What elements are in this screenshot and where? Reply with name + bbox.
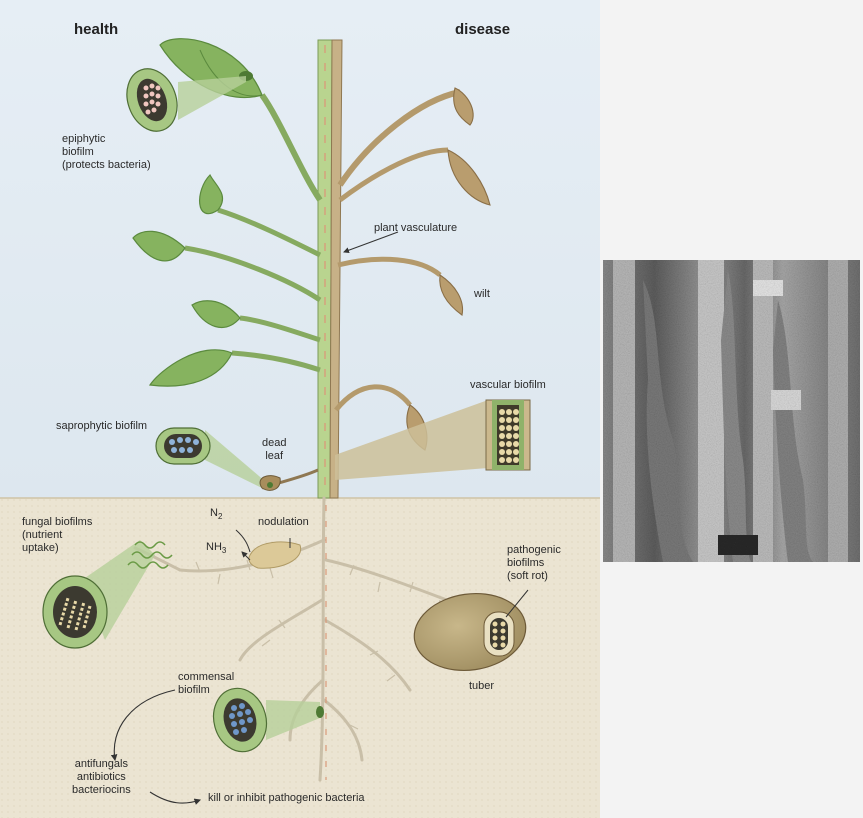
n2-label: N2 — [210, 507, 222, 523]
tuber-label: tuber — [469, 680, 494, 693]
disease-header: disease — [455, 21, 510, 38]
fungal-biofilms-label: fungal biofilms (nutrient uptake) — [22, 516, 92, 555]
pathogenic-biofilms-label: pathogenic biofilms (soft rot) — [507, 544, 561, 583]
plant-biofilm-diagram — [0, 0, 600, 818]
kill-inhibit-label: kill or inhibit pathogenic bacteria — [208, 792, 365, 805]
electron-micrograph-image — [603, 260, 860, 562]
nodulation-label: nodulation — [258, 516, 309, 529]
health-header: health — [74, 21, 118, 38]
dead-leaf-label: dead leaf — [262, 437, 286, 463]
plant-vasculature-label: plant vasculature — [374, 222, 457, 235]
wilt-label: wilt — [474, 288, 490, 301]
saprophytic-biofilm-label: saprophytic biofilm — [56, 420, 147, 433]
commensal-biofilm-label: commensal biofilm — [178, 671, 234, 697]
vascular-biofilm-label: vascular biofilm — [470, 379, 546, 392]
epiphytic-biofilm-label: epiphytic biofilm (protects bacteria) — [62, 133, 151, 172]
nh3-label: NH3 — [206, 541, 226, 557]
antimicrobials-label: antifungals antibiotics bacteriocins — [72, 758, 131, 797]
